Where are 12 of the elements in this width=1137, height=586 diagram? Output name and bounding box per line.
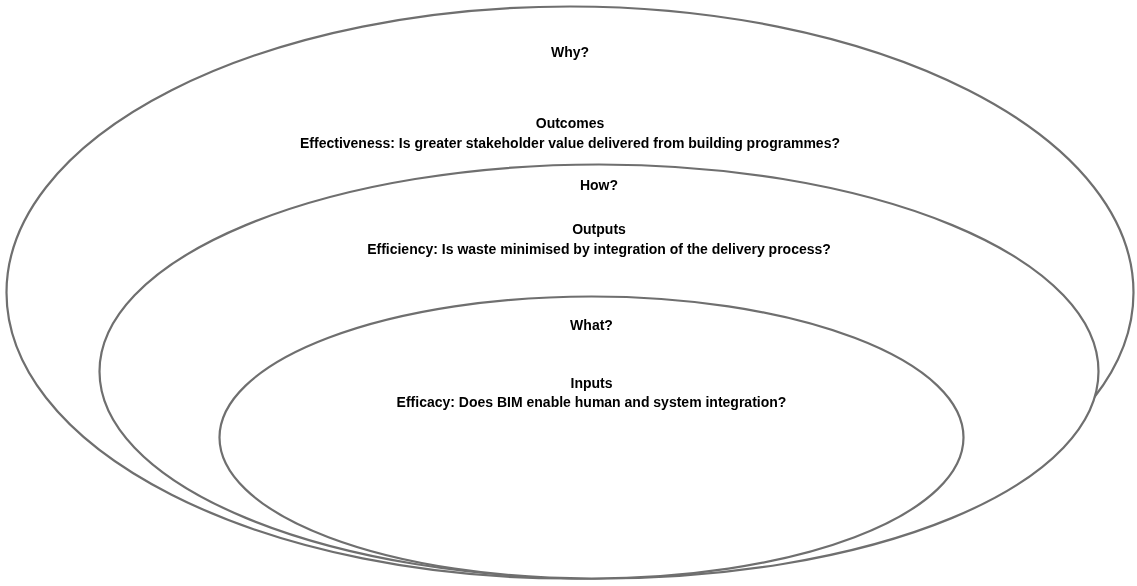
nested-ellipse	[218, 295, 965, 580]
description: Effectiveness: Is greater stakeholder value delivered from building programmes?	[300, 135, 840, 152]
heading: Outputs	[572, 221, 626, 238]
question-label: How?	[579, 177, 619, 194]
description: Efficacy: Does BIM enable human and system integration?	[396, 394, 787, 411]
heading: Inputs	[570, 375, 613, 392]
description: Efficiency: Is waste minimised by integration of the delivery process?	[367, 241, 831, 258]
question-label: What?	[570, 317, 613, 334]
heading: Outcomes	[535, 115, 605, 132]
nested-ellipse	[98, 163, 1100, 580]
question-label: Why?	[550, 44, 590, 61]
nested-ellipse	[5, 5, 1135, 580]
